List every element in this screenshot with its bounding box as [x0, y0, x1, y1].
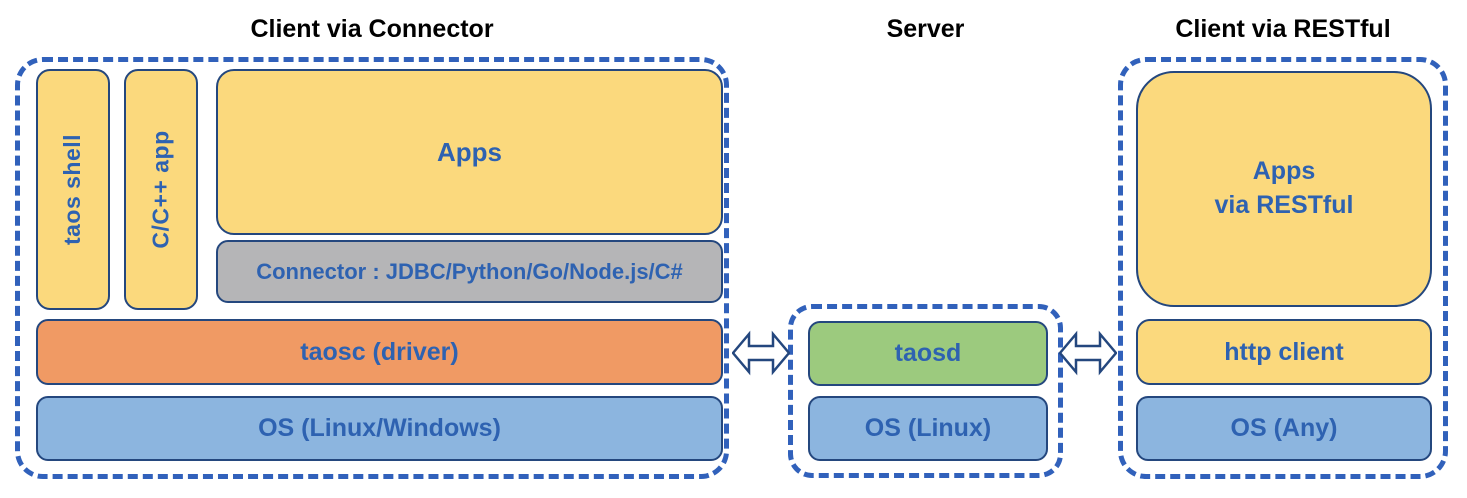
box-taosc-driver: taosc (driver) [36, 319, 723, 385]
box-taosd: taosd [808, 321, 1048, 386]
os-linux-label: OS (Linux) [864, 414, 992, 442]
double-arrow-icon [732, 330, 790, 376]
box-os-linux: OS (Linux) [808, 396, 1048, 461]
section-title-client-via-restful: Client via RESTful [1175, 14, 1391, 43]
double-arrow-icon [1059, 330, 1117, 376]
taosc-driver-label: taosc (driver) [300, 337, 459, 366]
os-linux-windows-label: OS (Linux/Windows) [258, 414, 501, 442]
section-title-client-via-connector: Client via Connector [250, 14, 494, 43]
box-cpp-app: C/C++ app [124, 69, 198, 310]
os-any-label: OS (Any) [1230, 414, 1338, 442]
box-connector: Connector : JDBC/Python/Go/Node.js/C# [216, 240, 723, 303]
section-server [788, 304, 1063, 478]
connector-label: Connector : JDBC/Python/Go/Node.js/C# [256, 258, 683, 284]
apps-via-restful-label-line2: via RESTful [1214, 191, 1354, 219]
section-client-via-restful [1118, 57, 1448, 479]
box-os-linux-windows: OS (Linux/Windows) [36, 396, 723, 461]
taos-shell-label: taos shell [59, 133, 86, 246]
box-os-any: OS (Any) [1136, 396, 1432, 461]
apps-label: Apps [437, 136, 502, 167]
cpp-app-label: C/C++ app [147, 130, 174, 249]
box-taos-shell: taos shell [36, 69, 110, 310]
box-apps-via-restful: Apps via RESTful [1136, 71, 1432, 307]
box-http-client: http client [1136, 319, 1432, 385]
http-client-label: http client [1224, 337, 1344, 366]
double-arrow-server-restful [1059, 330, 1117, 376]
section-client-via-connector [15, 57, 729, 479]
double-arrow-connector-server [732, 330, 790, 376]
apps-via-restful-label-line1: Apps [1252, 157, 1316, 186]
taosd-label: taosd [894, 339, 962, 367]
section-title-server: Server [886, 14, 965, 43]
box-apps: Apps [216, 69, 723, 235]
